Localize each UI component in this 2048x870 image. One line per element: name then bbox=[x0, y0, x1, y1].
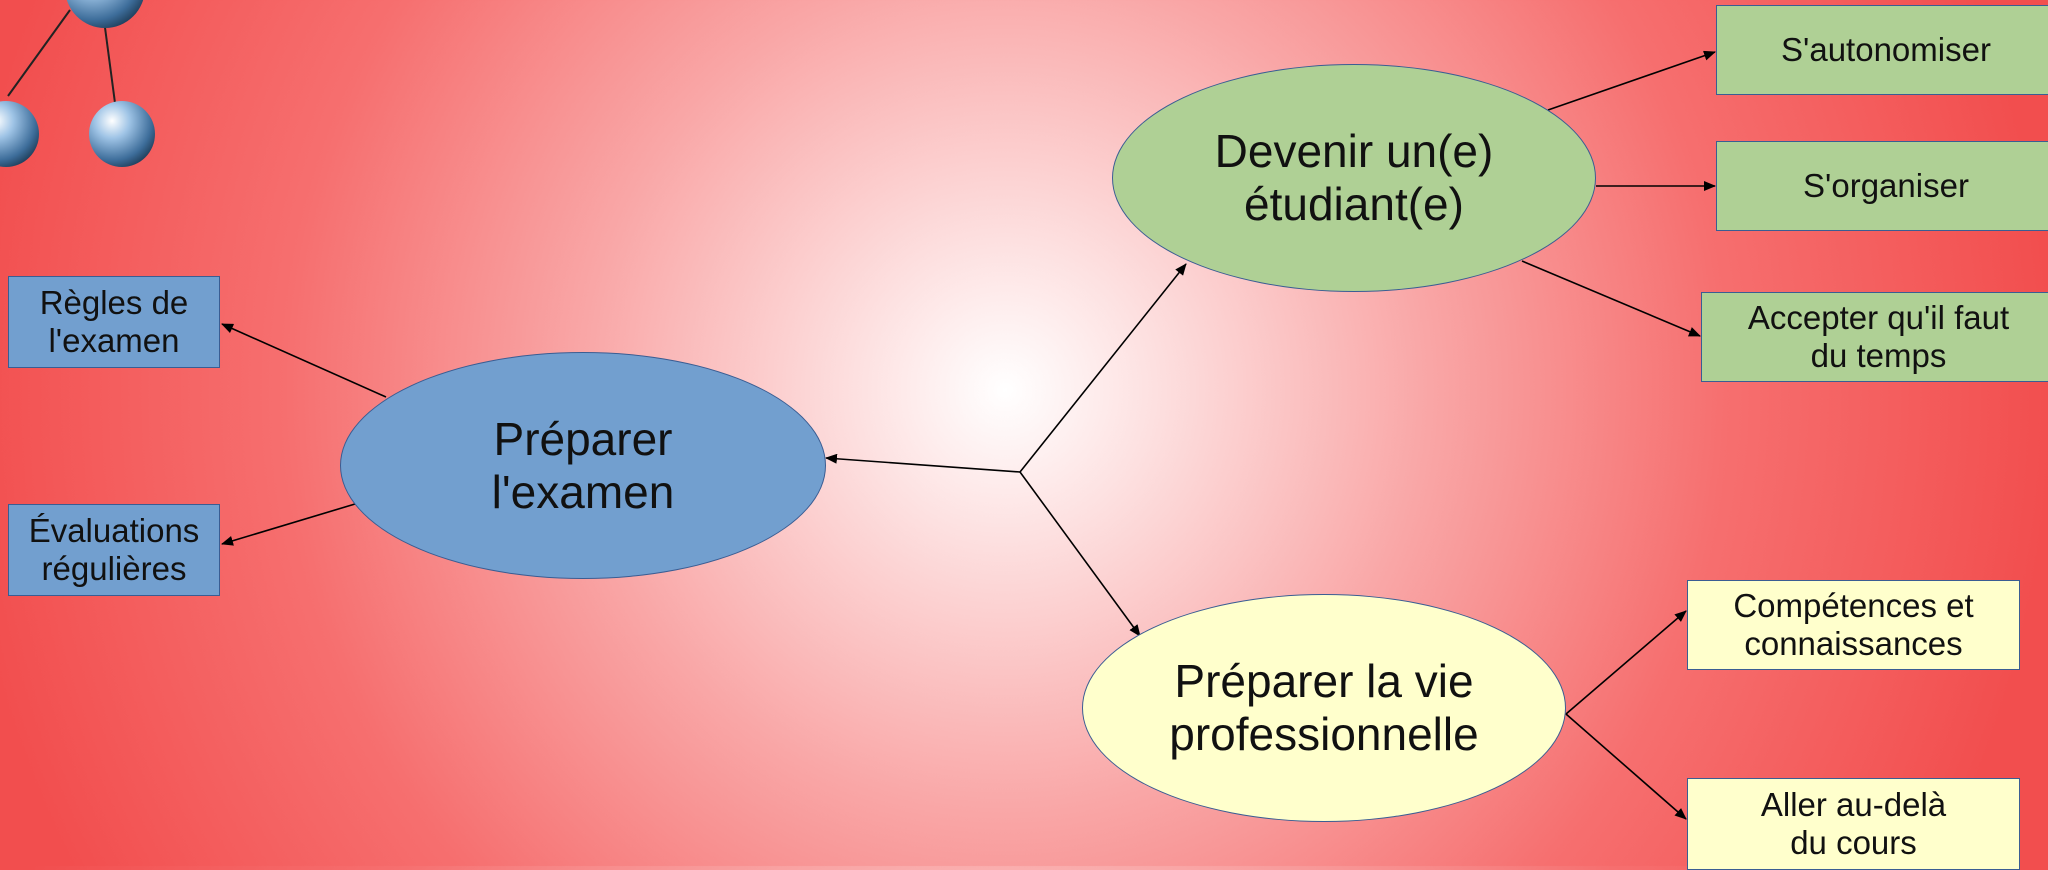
node-devenir-etudiant[interactable]: Devenir un(e) étudiant(e) bbox=[1112, 64, 1596, 292]
arrow-to-regles bbox=[221, 323, 387, 398]
box-evaluations-regulieres[interactable]: Évaluations régulières bbox=[8, 504, 220, 596]
box-organiser-label: S'organiser bbox=[1803, 167, 1969, 205]
arrow-to-evaluations bbox=[221, 503, 356, 546]
molecule-decoration-icon bbox=[0, 0, 155, 167]
hub-to-left-arrow bbox=[825, 453, 1021, 473]
node-vie-professionnelle-label: Préparer la vie professionnelle bbox=[1169, 655, 1479, 760]
node-preparer-examen-label: Préparer l'examen bbox=[491, 412, 675, 518]
arrow-to-accepter bbox=[1521, 260, 1701, 337]
box-regles-examen[interactable]: Règles de l'examen bbox=[8, 276, 220, 368]
arrow-to-autonomiser bbox=[1547, 50, 1716, 111]
arrow-to-aller bbox=[1565, 713, 1687, 820]
box-autonomiser[interactable]: S'autonomiser bbox=[1716, 5, 2048, 95]
box-aller-au-dela[interactable]: Aller au-delà du cours bbox=[1687, 778, 2020, 870]
box-competences[interactable]: Compétences et connaissances bbox=[1687, 580, 2020, 670]
box-accepter-temps-label: Accepter qu'il faut du temps bbox=[1747, 299, 2010, 374]
hub-to-top-arrow bbox=[1019, 263, 1187, 473]
node-preparer-examen[interactable]: Préparer l'examen bbox=[340, 352, 826, 579]
box-evaluations-regulieres-label: Évaluations régulières bbox=[28, 512, 200, 587]
box-autonomiser-label: S'autonomiser bbox=[1781, 31, 1991, 69]
box-competences-label: Compétences et connaissances bbox=[1733, 587, 1974, 662]
box-aller-au-dela-label: Aller au-delà du cours bbox=[1760, 786, 1947, 861]
hub-to-bottom-arrow bbox=[1019, 471, 1141, 637]
node-devenir-etudiant-label: Devenir un(e) étudiant(e) bbox=[1214, 125, 1494, 230]
arrow-to-competences bbox=[1565, 610, 1687, 715]
node-vie-professionnelle[interactable]: Préparer la vie professionnelle bbox=[1082, 594, 1566, 822]
box-regles-examen-label: Règles de l'examen bbox=[39, 284, 189, 359]
box-accepter-temps[interactable]: Accepter qu'il faut du temps bbox=[1701, 292, 2048, 382]
box-organiser[interactable]: S'organiser bbox=[1716, 141, 2048, 231]
